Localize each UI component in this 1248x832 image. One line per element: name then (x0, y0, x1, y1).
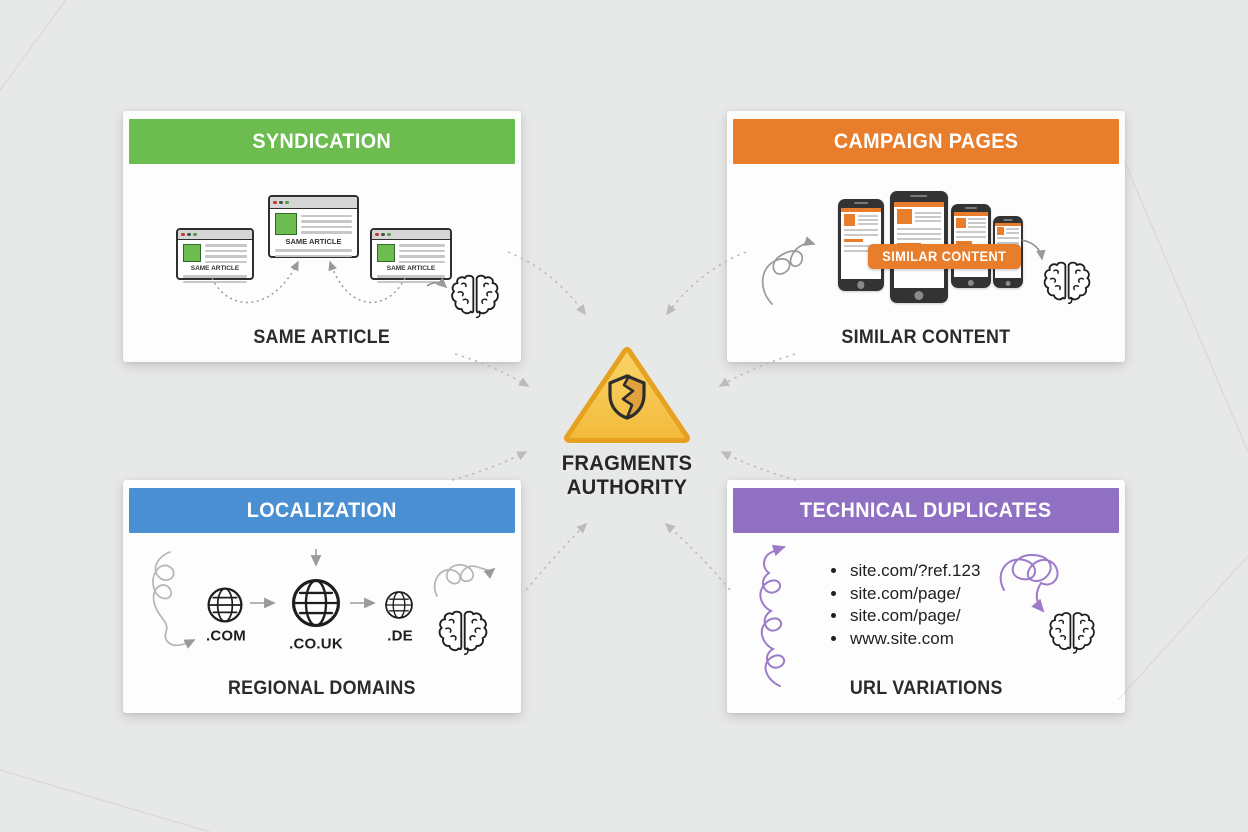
window-dot-green-icon (193, 232, 197, 237)
phone-home-button (857, 281, 865, 289)
window-dot-red-icon (181, 232, 185, 237)
phone-home-button (1005, 281, 1011, 287)
card-localization: LOCALIZATION .COM .CO.UK .DE REGIONAL DO… (123, 480, 521, 713)
card-technical-duplicates-header: TECHNICAL DUPLICATES (733, 488, 1119, 533)
card-syndication-title: SYNDICATION (252, 129, 392, 153)
domain-label-de: .DE (387, 627, 413, 645)
phone-home-button (967, 279, 975, 286)
list-item: site.com/page/ (848, 605, 980, 628)
browser-titlebar (372, 230, 450, 240)
card-campaign-pages-caption: SIMILAR CONTENT (841, 327, 1011, 348)
article-title-text: SAME ARTICLE (386, 265, 436, 272)
window-dot-red-icon (375, 232, 379, 237)
browser-window-2: SAME ARTICLE (268, 195, 359, 258)
article-title-text: SAME ARTICLE (285, 237, 342, 246)
card-syndication-caption: SAME ARTICLE (253, 327, 391, 348)
article-thumbnail (275, 213, 297, 235)
card-technical-duplicates-title: TECHNICAL DUPLICATES (800, 498, 1052, 522)
connector-localization-lower (525, 522, 588, 591)
phone-speaker (965, 206, 977, 209)
browser-window-3: SAME ARTICLE (370, 228, 452, 283)
browser-titlebar (270, 197, 357, 209)
card-localization-header: LOCALIZATION (129, 488, 515, 533)
warning-triangle (564, 347, 690, 443)
card-syndication: SYNDICATION SAME ARTICLE (123, 111, 521, 362)
window-dot-dark-icon (187, 232, 191, 237)
center-label-line2: AUTHORITY (566, 475, 688, 499)
connector-technical-upper (720, 451, 797, 481)
content-block (897, 209, 913, 225)
article-title-text: SAME ARTICLE (190, 265, 240, 272)
card-localization-caption: REGIONAL DOMAINS (228, 678, 416, 699)
card-campaign-pages: CAMPAIGN PAGES (727, 111, 1125, 362)
phone-speaker (910, 194, 928, 197)
window-dot-green-icon (285, 200, 289, 205)
connector-technical-lower (664, 522, 731, 591)
domain-label-com: .COM (206, 627, 246, 645)
article-thumbnail (183, 244, 201, 262)
card-technical-duplicates-caption: URL VARIATIONS (849, 678, 1003, 699)
card-technical-duplicates: TECHNICAL DUPLICATES site.com/?ref.123 s… (727, 480, 1125, 713)
center-label-line1: FRAGMENTS (561, 451, 693, 475)
list-item: www.site.com (848, 628, 980, 651)
domain-label-couk: .CO.UK (289, 635, 343, 653)
list-item: site.com/page/ (848, 583, 980, 606)
connector-localization-upper (451, 451, 528, 481)
card-syndication-header: SYNDICATION (129, 119, 515, 164)
card-campaign-pages-title: CAMPAIGN PAGES (833, 129, 1019, 153)
broken-shield-icon (608, 374, 646, 420)
phone-home-button (914, 290, 924, 301)
content-block (996, 227, 1005, 236)
browser-window-1: SAME ARTICLE (176, 228, 254, 283)
card-campaign-pages-header: CAMPAIGN PAGES (733, 119, 1119, 164)
center-label: FRAGMENTS AUTHORITY (558, 451, 697, 499)
list-item: site.com/?ref.123 (848, 560, 980, 583)
window-dot-dark-icon (279, 200, 283, 205)
similar-content-badge: SIMILAR CONTENT (868, 244, 1021, 269)
window-dot-red-icon (273, 200, 277, 205)
card-localization-title: LOCALIZATION (247, 498, 397, 522)
url-variations-list: site.com/?ref.123 site.com/page/ site.co… (831, 560, 980, 650)
window-dot-green-icon (387, 232, 391, 237)
content-block (843, 213, 856, 226)
article-thumbnail (377, 244, 395, 262)
phone-speaker (854, 202, 868, 205)
phone-speaker (1003, 218, 1013, 221)
content-block (956, 217, 967, 228)
browser-titlebar (178, 230, 252, 240)
window-dot-dark-icon (381, 232, 385, 237)
